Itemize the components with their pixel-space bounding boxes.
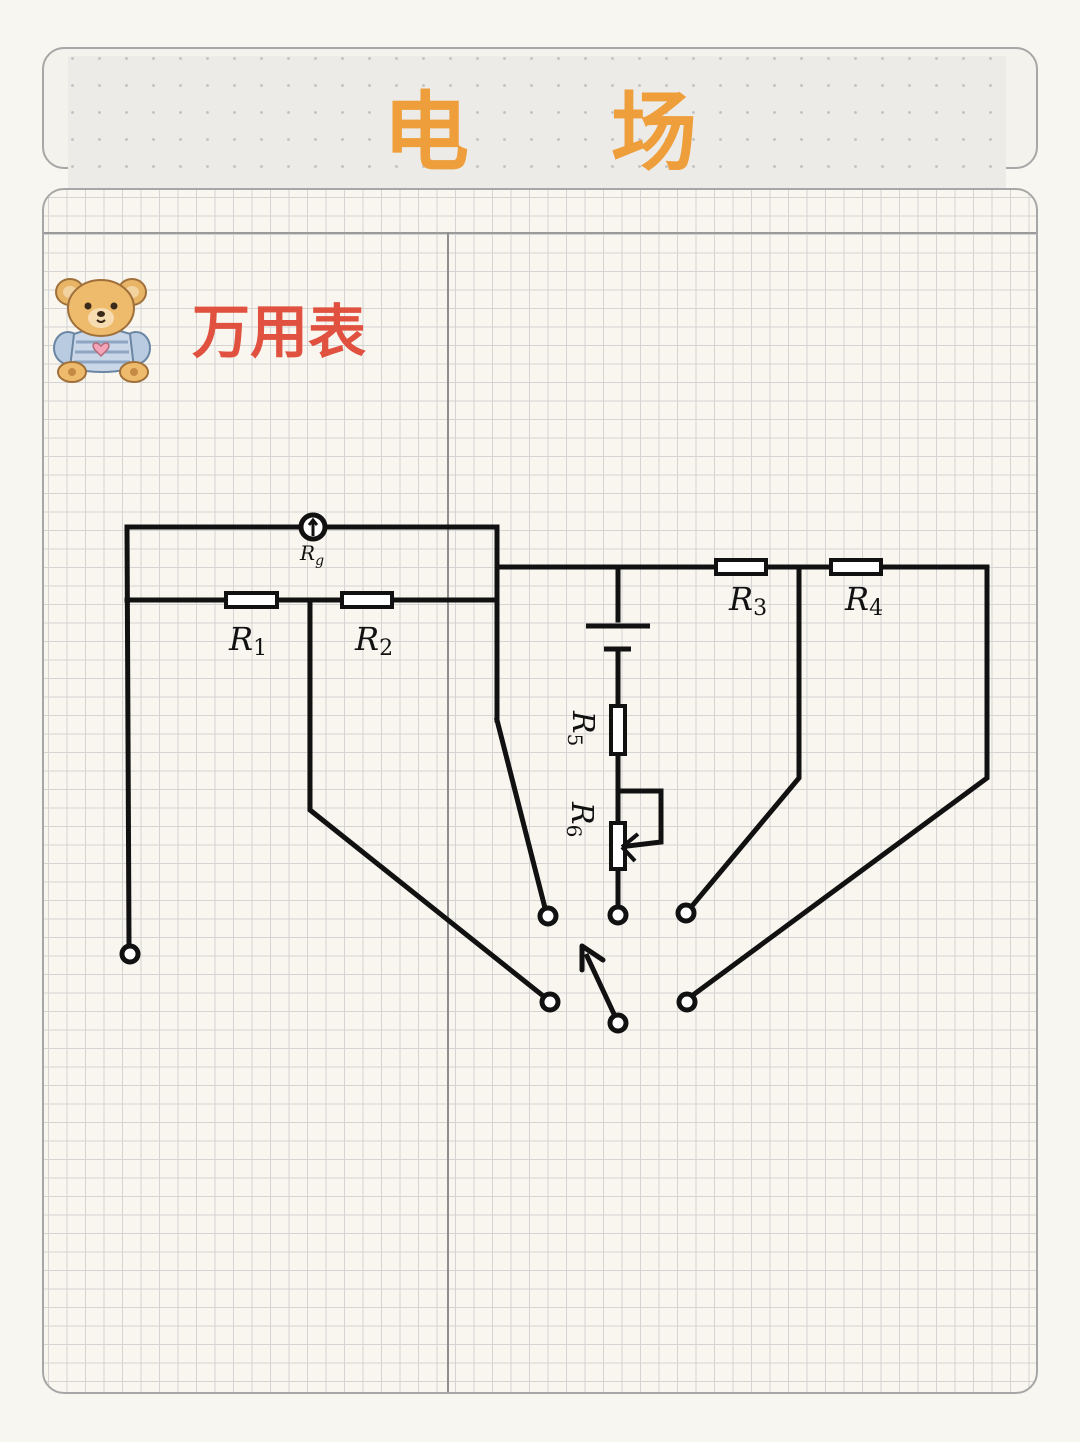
galvanometer-needle — [307, 517, 319, 536]
switch-pivot[interactable] — [607, 1012, 629, 1034]
label-r1: R1 — [228, 620, 267, 661]
grid-paper — [42, 188, 1038, 1394]
terminal-5[interactable] — [676, 991, 698, 1013]
resistor-r5 — [609, 704, 627, 756]
grid-center-rule — [447, 232, 449, 1392]
label-r5: R5 — [563, 710, 600, 746]
wire-r-loop-lead — [493, 716, 549, 912]
resistor-r2 — [340, 591, 394, 609]
selector-switch-arrow[interactable] — [583, 952, 617, 1016]
terminal-3[interactable] — [675, 902, 697, 924]
terminal-common[interactable] — [119, 943, 141, 965]
resistor-r3 — [714, 558, 768, 576]
resistor-r4 — [829, 558, 883, 576]
terminal-1[interactable] — [537, 905, 559, 927]
selector-switch-arrowhead — [579, 943, 606, 973]
terminal-4[interactable] — [539, 991, 561, 1013]
label-r4: R4 — [844, 580, 883, 621]
label-r3: R3 — [728, 580, 767, 621]
wire-r3-r4-junction-lead — [688, 564, 802, 910]
wire-r4-end-vertical — [689, 564, 990, 999]
label-r2: R2 — [354, 620, 393, 661]
section-title: 万用表 — [192, 298, 367, 366]
rheostat-wiper-loop — [615, 788, 664, 849]
terminal-2[interactable] — [607, 904, 629, 926]
page-title: 电 场 — [383, 83, 753, 183]
wire-r1-r2-junction-lead — [307, 597, 546, 999]
wire-left-vertical — [124, 524, 132, 947]
label-r6: R6 — [562, 801, 599, 837]
grid-top-rule — [44, 232, 1036, 234]
teddy-bear-icon — [53, 278, 151, 383]
resistor-r1 — [224, 591, 279, 609]
rheostat-arrow-icon — [620, 832, 640, 863]
label-rg: Rg — [299, 541, 324, 569]
